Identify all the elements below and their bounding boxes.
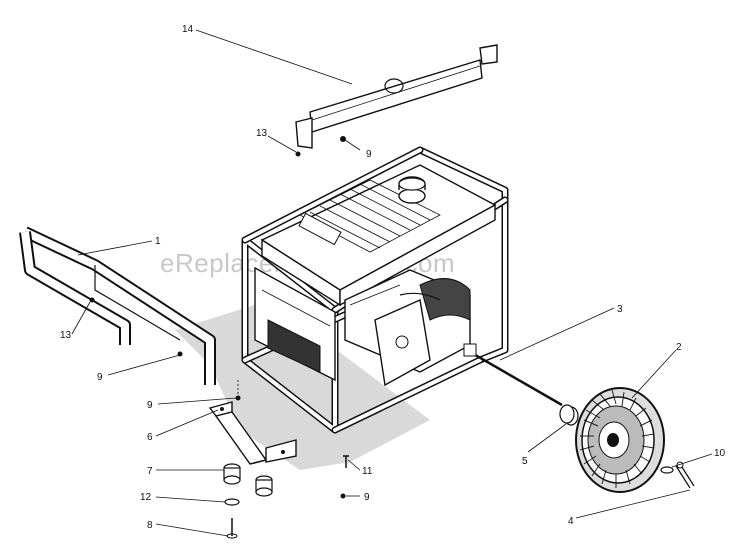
part-1-handle [19, 226, 216, 385]
callout-9-left: 9 [97, 372, 103, 383]
engine-block [344, 269, 471, 387]
part-12-washer [224, 498, 240, 506]
part-7-rubber-foot [223, 463, 241, 485]
callout-3: 3 [617, 304, 623, 315]
fuel-tank [260, 164, 497, 307]
part-13-screw-top [295, 151, 301, 157]
callout-8: 8 [147, 520, 153, 531]
callout-2: 2 [676, 342, 682, 353]
callout-7: 7 [147, 466, 153, 477]
part-14-handle-bar [295, 44, 498, 149]
callout-1: 1 [155, 236, 161, 247]
part-6-foot-bracket [208, 401, 297, 465]
callout-12: 12 [140, 492, 152, 503]
leader-lines [71, 29, 713, 537]
part-9-nut-left [235, 380, 241, 401]
callout-6: 6 [147, 432, 153, 443]
part-11-screw [343, 455, 349, 468]
callout-labels: 14 13 9 1 13 9 9 6 7 12 8 11 9 3 2 5 10 … [60, 24, 726, 531]
part-9-nut-bottom [340, 493, 346, 499]
callout-5: 5 [522, 456, 528, 467]
part-3-axle [463, 343, 563, 407]
callout-9-top: 9 [366, 149, 372, 160]
callout-10: 10 [714, 448, 726, 459]
control-panel [254, 266, 336, 382]
callout-4: 4 [568, 516, 574, 527]
fuel-cap [398, 176, 426, 204]
callout-11: 11 [362, 466, 373, 477]
callout-13-left: 13 [60, 330, 72, 341]
part-2-wheel [575, 387, 665, 493]
callout-14: 14 [182, 24, 194, 35]
part-7-rubber-foot-right [255, 475, 273, 497]
part-4-cotter-pin [675, 461, 695, 489]
part-5-spacer [559, 404, 579, 426]
part-8-bolt [226, 518, 238, 539]
part-9-nut-top [340, 136, 346, 142]
callout-9-bottom: 9 [364, 492, 370, 503]
callout-9-mid: 9 [147, 400, 153, 411]
part-10-washer [660, 466, 674, 474]
ground-shadow [175, 300, 430, 470]
callout-13-top: 13 [256, 128, 268, 139]
